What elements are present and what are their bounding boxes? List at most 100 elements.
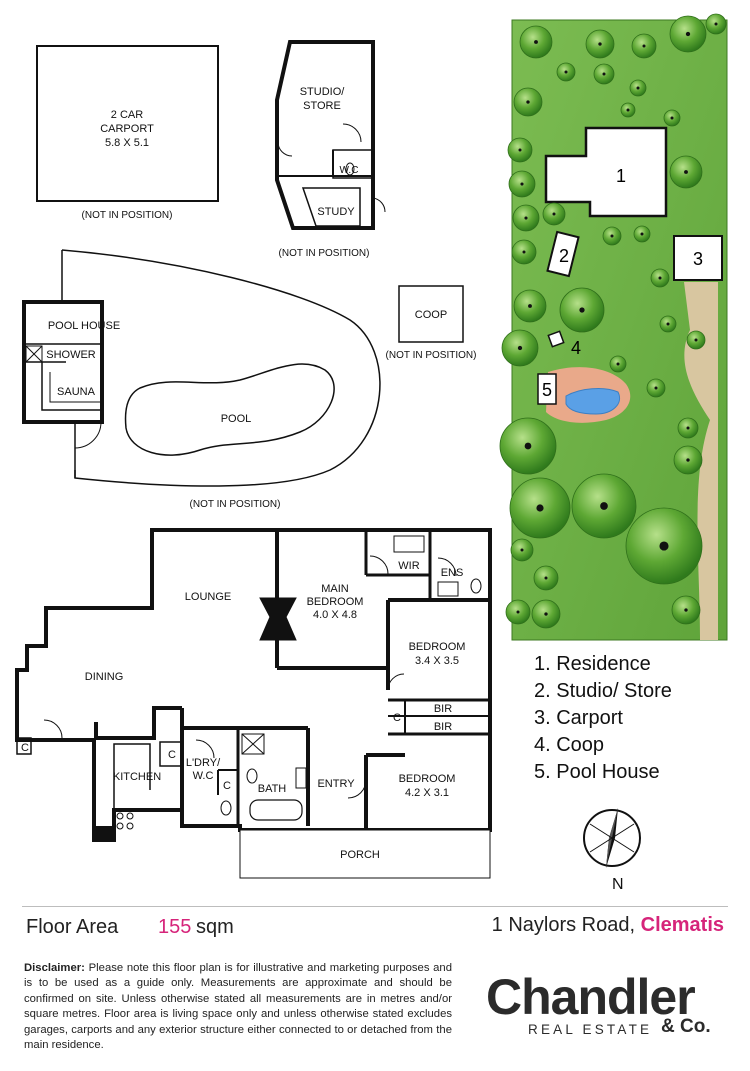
dining-cupboard-label: C [21, 742, 29, 754]
tree-trunk-icon [642, 44, 646, 48]
residence-walls [15, 528, 492, 879]
tree-trunk-icon [544, 612, 548, 616]
north-label: N [612, 876, 624, 893]
tree-trunk-icon [684, 170, 688, 174]
wir-label: WIR [398, 560, 419, 572]
disclaimer-body: Please note this floor plan is for illus… [24, 962, 453, 1052]
tree-trunk-icon [616, 362, 620, 366]
legend-item: 3. Carport [534, 707, 623, 729]
studio-label: STUDIO/ [300, 86, 346, 98]
laundry-label: L'DRY/ [186, 757, 221, 769]
study-label: STUDY [317, 206, 355, 218]
dining-label: DINING [85, 671, 124, 683]
disclaimer-heading: Disclaimer: [24, 962, 85, 974]
bedroom3-label: BEDROOM [399, 773, 456, 785]
tree-trunk-icon [602, 72, 606, 76]
main-bedroom-label-2: BEDROOM [307, 596, 364, 608]
tree-trunk-icon [598, 42, 602, 46]
studio-position-note: (NOT IN POSITION) [279, 248, 370, 259]
carport-size: 5.8 X 5.1 [105, 137, 149, 149]
tree-trunk-icon [684, 608, 688, 612]
tree-trunk-icon [640, 232, 644, 236]
studio-wc-label: W.C [340, 165, 359, 176]
laundry-cupboard-label: C [223, 780, 231, 792]
site-trees [499, 13, 727, 629]
tree-trunk-icon [526, 100, 530, 104]
floor-area-value: 155 [158, 916, 192, 938]
legend-item: 5. Pool House [534, 761, 660, 783]
tree-trunk-icon [658, 276, 662, 280]
carport-label-2: CARPORT [100, 123, 154, 135]
bir-label: BIR [434, 703, 452, 715]
tree-trunk-icon [579, 307, 585, 313]
tree-trunk-icon [534, 40, 538, 44]
tree-trunk-icon [659, 541, 669, 551]
site-legend: 1. Residence 2. Studio/ Store 3. Carport… [534, 651, 672, 786]
porch-label: PORCH [340, 849, 380, 861]
tree-trunk-icon [536, 504, 544, 512]
tree-trunk-icon [517, 345, 523, 351]
lounge-label: LOUNGE [185, 591, 231, 603]
address-suburb: Clematis [640, 914, 724, 936]
tree-trunk-icon [636, 86, 640, 90]
brand-subtitle: REAL ESTATE [528, 1022, 653, 1037]
studio-label-2: STORE [303, 100, 341, 112]
tree-trunk-icon [520, 548, 524, 552]
tree-trunk-icon [714, 22, 718, 26]
floor-area-unit: sqm [196, 916, 234, 938]
footer-divider [22, 906, 728, 907]
tree-trunk-icon [686, 458, 690, 462]
bedroom2-label: BEDROOM [409, 641, 466, 653]
brand-logo: Chandler [486, 969, 696, 1025]
site-marker-3: 3 [693, 249, 703, 269]
tree-trunk-icon [686, 426, 690, 430]
pool-area [22, 249, 381, 487]
tree-trunk-icon [610, 234, 614, 238]
tree-trunk-icon [522, 250, 526, 254]
carport: 2 CAR CARPORT 5.8 X 5.1 [36, 45, 219, 202]
site-marker-4: 4 [571, 338, 581, 358]
compass-icon [583, 808, 641, 868]
tree-trunk-icon [544, 576, 548, 580]
tree-trunk-icon [600, 502, 608, 510]
disclaimer: Disclaimer: Please note this floor plan … [24, 961, 452, 1053]
cupboard-label: C [393, 712, 401, 724]
coop-label: COOP [415, 309, 447, 321]
pool-house-label: POOL HOUSE [48, 320, 120, 332]
tree-trunk-icon [552, 212, 556, 216]
tree-trunk-icon [518, 148, 522, 152]
main-bedroom-size: 4.0 X 4.8 [313, 609, 357, 621]
legend-item: 2. Studio/ Store [534, 680, 672, 702]
sauna-label: SAUNA [57, 386, 96, 398]
pool-position-note: (NOT IN POSITION) [190, 499, 281, 510]
brand-co: & Co. [661, 1016, 711, 1037]
kitchen-cupboard-label: C [168, 749, 176, 761]
tree-trunk-icon [685, 31, 691, 37]
pool-label: POOL [221, 413, 252, 425]
tree-trunk-icon [528, 304, 532, 308]
carport-position-note: (NOT IN POSITION) [82, 210, 173, 221]
tree-trunk-icon [654, 386, 658, 390]
tree-trunk-icon [626, 108, 630, 112]
bedroom3-size: 4.2 X 3.1 [405, 787, 449, 799]
tree-trunk-icon [524, 216, 528, 220]
ens-label: ENS [441, 567, 464, 579]
tree-trunk-icon [694, 338, 698, 342]
laundry-label-2: W.C [193, 770, 214, 782]
studio-store [275, 40, 386, 230]
floor-area-label: Floor Area [26, 916, 119, 938]
site-marker-1: 1 [616, 166, 626, 186]
bath-label: BATH [258, 783, 287, 795]
tree-trunk-icon [564, 70, 568, 74]
bir-label-2: BIR [434, 721, 452, 733]
main-bedroom-label: MAIN [321, 583, 349, 595]
site-marker-2: 2 [559, 246, 569, 266]
site-marker-5: 5 [542, 380, 552, 400]
tree-trunk-icon [666, 322, 670, 326]
tree-trunk-icon [670, 116, 674, 120]
shower-label: SHOWER [46, 349, 96, 361]
tree-trunk-icon [524, 442, 532, 450]
coop: COOP [398, 285, 464, 343]
kitchen-label: KITCHEN [113, 771, 161, 783]
